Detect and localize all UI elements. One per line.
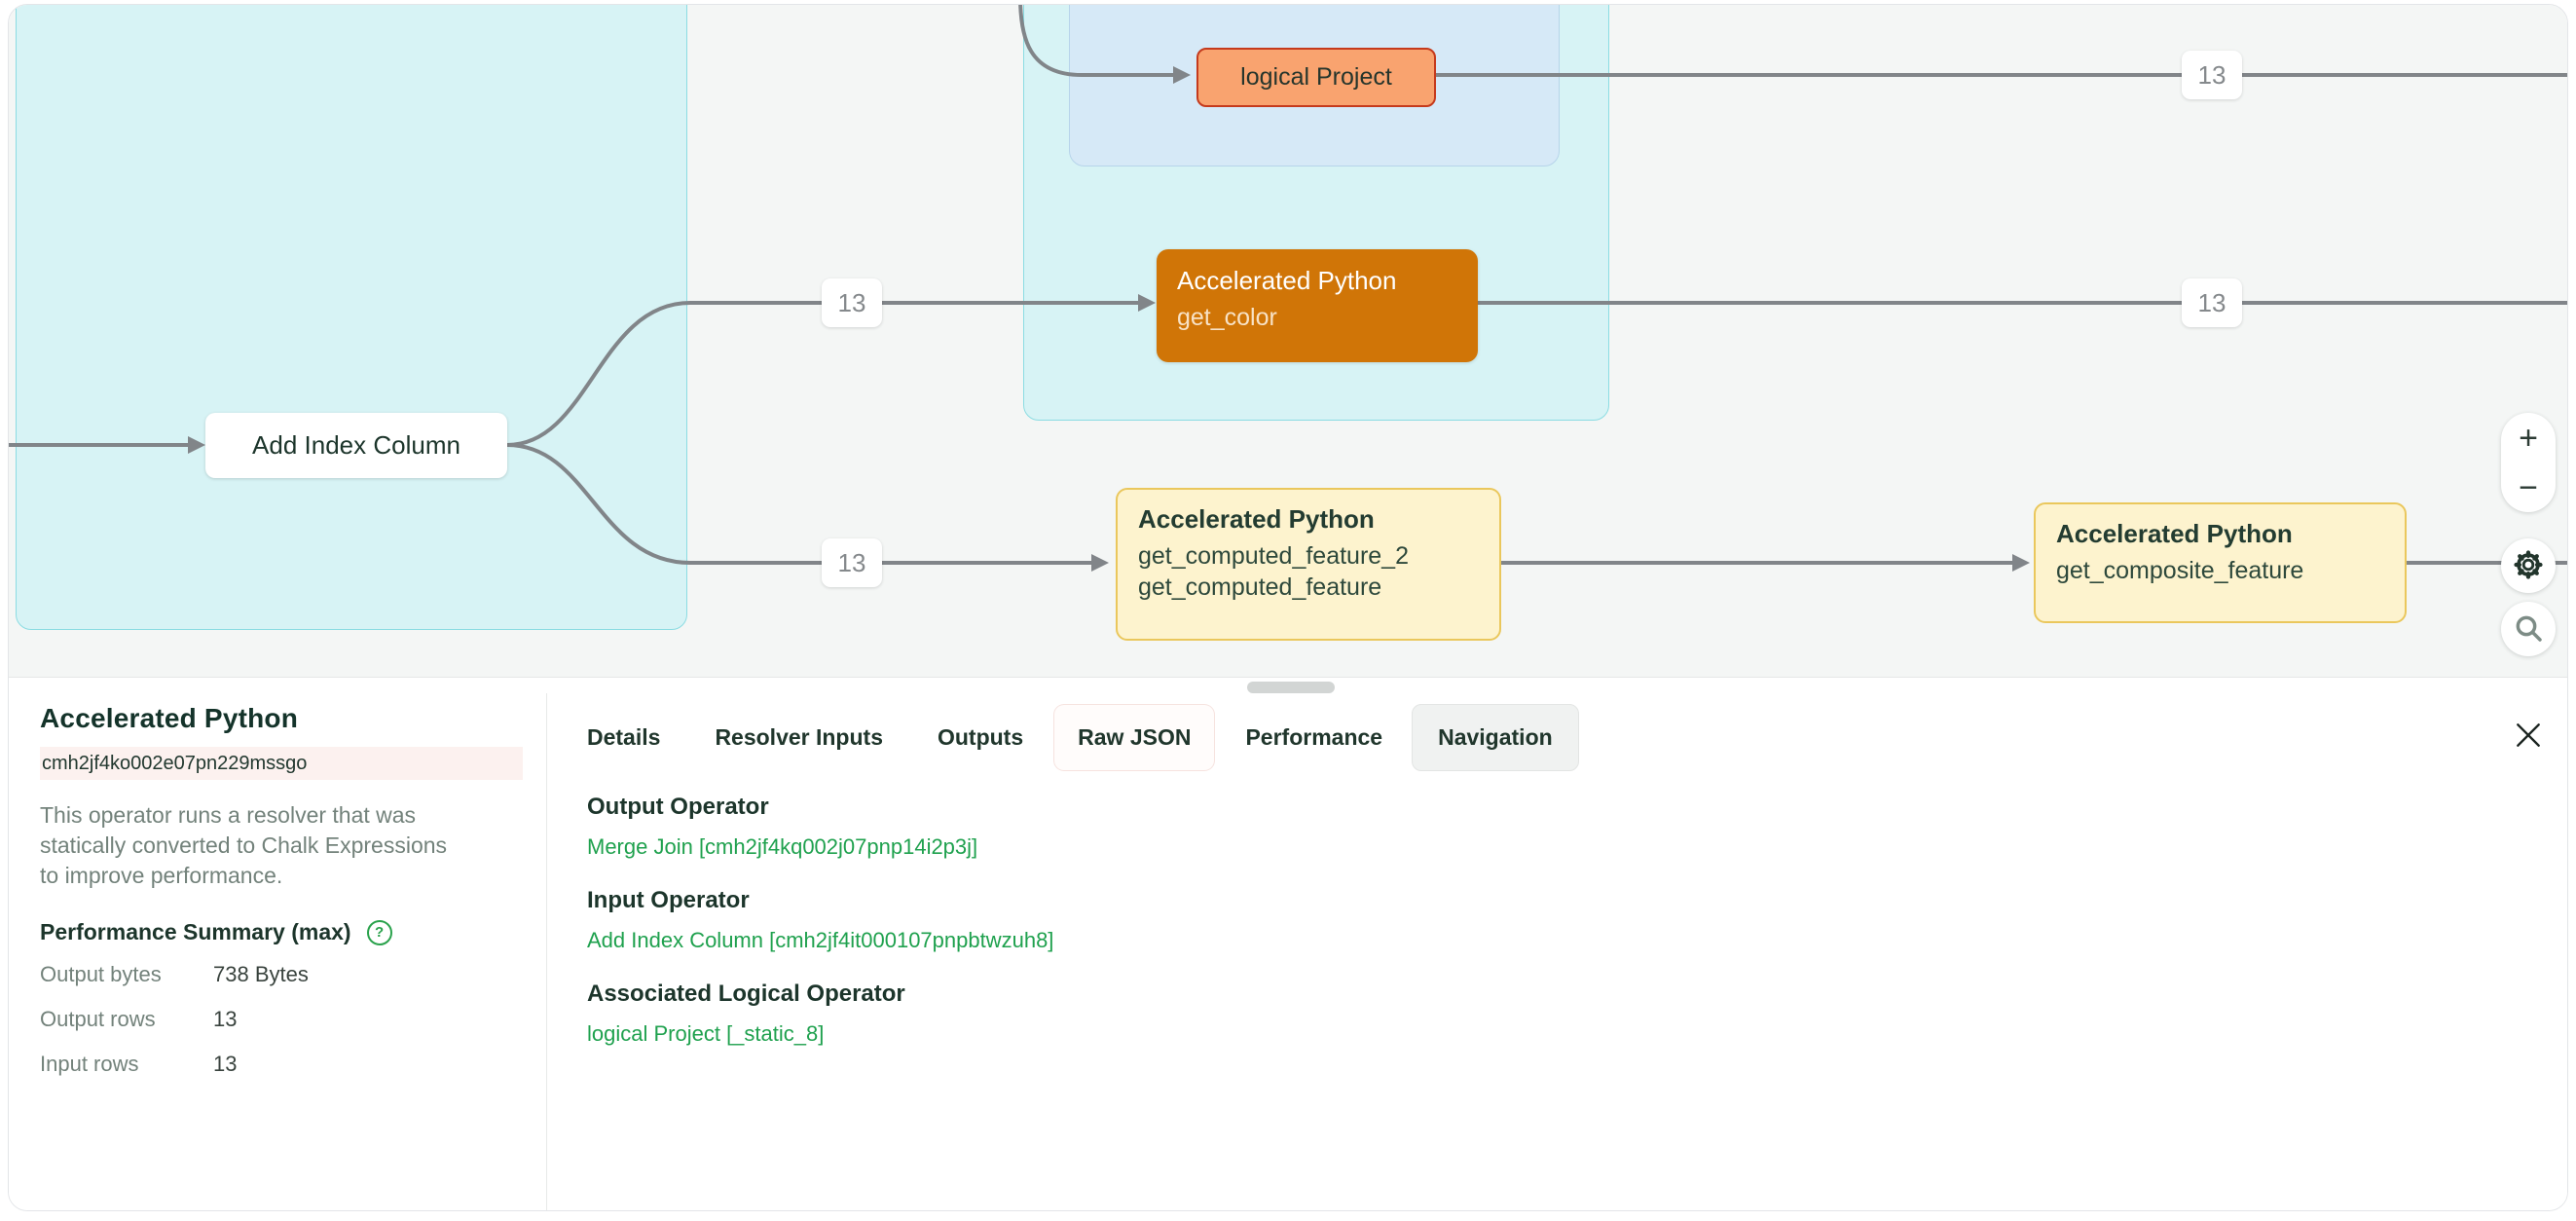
performance-summary-table: Output bytes 738 Bytes Output rows 13 In…	[40, 962, 525, 1077]
operator-info: Accelerated Python cmh2jf4ko002e07pn229m…	[40, 703, 525, 1096]
edge-row-count-badge: 13	[822, 278, 882, 327]
nav-section-output-operator: Output Operator Merge Join [cmh2jf4kq002…	[587, 793, 1053, 861]
help-icon[interactable]: ?	[366, 919, 392, 945]
edge-row-count-badge: 13	[822, 538, 882, 587]
detail-tabs: Details Resolver Inputs Outputs Raw JSON…	[587, 703, 1579, 771]
node-title: Accelerated Python	[2056, 519, 2293, 548]
node-resolver-name: get_computed_feature_2	[1138, 542, 1409, 570]
perf-row-output-bytes: Output bytes 738 Bytes	[40, 962, 309, 986]
gear-icon	[2512, 548, 2545, 584]
node-resolver-name: get_color	[1177, 304, 1277, 331]
node-accelerated-python-get-color[interactable]: Accelerated Python get_color	[1157, 249, 1478, 362]
operator-details-panel: Accelerated Python cmh2jf4ko002e07pn229m…	[9, 678, 2567, 1210]
zoom-in-button[interactable]: +	[2501, 413, 2556, 462]
minus-icon: −	[2519, 468, 2538, 506]
close-icon	[2513, 720, 2544, 754]
zoom-out-button[interactable]: −	[2501, 462, 2556, 512]
tab-raw-json[interactable]: Raw JSON	[1054, 704, 1215, 770]
tab-outputs[interactable]: Outputs	[937, 723, 1024, 750]
link-add-index-column[interactable]: Add Index Column [cmh2jf4it000107pnpbtwz…	[587, 928, 1054, 952]
navigation-tab-content: Output Operator Merge Join [cmh2jf4kq002…	[587, 793, 1053, 1073]
node-title: Accelerated Python	[1138, 504, 1375, 534]
performance-summary-heading: Performance Summary (max) ?	[40, 919, 525, 945]
node-accelerated-python-computed[interactable]: Accelerated Python get_computed_feature_…	[1116, 488, 1501, 641]
perf-row-output-rows: Output rows 13	[40, 1007, 238, 1031]
node-accelerated-python-composite[interactable]: Accelerated Python get_composite_feature	[2034, 502, 2407, 623]
tab-resolver-inputs[interactable]: Resolver Inputs	[715, 723, 883, 750]
graph-settings-button[interactable]	[2501, 538, 2556, 593]
nav-section-input-operator: Input Operator Add Index Column [cmh2jf4…	[587, 887, 1054, 952]
plus-icon: +	[2519, 419, 2538, 457]
query-plan-window: Add Index Column logical Project Acceler…	[8, 4, 2568, 1211]
zoom-controls: + −	[2501, 413, 2556, 512]
link-merge-join[interactable]: Merge Join [cmh2jf4kq002j07pnp14i2p3j]	[587, 834, 978, 859]
operator-id-badge[interactable]: cmh2jf4ko002e07pn229mssgo	[40, 747, 523, 780]
tab-details[interactable]: Details	[587, 723, 661, 750]
close-panel-button[interactable]	[2507, 715, 2550, 758]
search-icon	[2513, 612, 2544, 647]
plan-graph-canvas[interactable]: Add Index Column logical Project Acceler…	[9, 5, 2567, 678]
panel-resize-handle[interactable]	[1247, 682, 1335, 693]
operator-title: Accelerated Python	[40, 703, 299, 733]
link-logical-project[interactable]: logical Project [_static_8]	[587, 1021, 825, 1046]
node-logical-project[interactable]: logical Project	[1196, 48, 1436, 107]
perf-row-input-rows: Input rows 13	[40, 1052, 238, 1076]
nav-section-associated-logical-operator: Associated Logical Operator logical Proj…	[587, 980, 1053, 1048]
graph-search-button[interactable]	[2501, 602, 2556, 656]
tab-navigation[interactable]: Navigation	[1412, 703, 1579, 771]
operator-group-left	[16, 5, 687, 630]
panel-divider	[546, 693, 547, 1210]
operator-description: This operator runs a resolver that was s…	[40, 802, 448, 888]
node-title: Accelerated Python	[1177, 266, 1397, 295]
edge-row-count-badge: 13	[2182, 278, 2242, 327]
node-add-index-column[interactable]: Add Index Column	[205, 413, 507, 478]
graph-edges	[9, 5, 2567, 572]
node-resolver-name: get_composite_feature	[2056, 557, 2304, 584]
edge-row-count-badge: 13	[2182, 51, 2242, 99]
tab-performance[interactable]: Performance	[1245, 723, 1383, 750]
node-resolver-name: get_computed_feature	[1138, 574, 1382, 601]
